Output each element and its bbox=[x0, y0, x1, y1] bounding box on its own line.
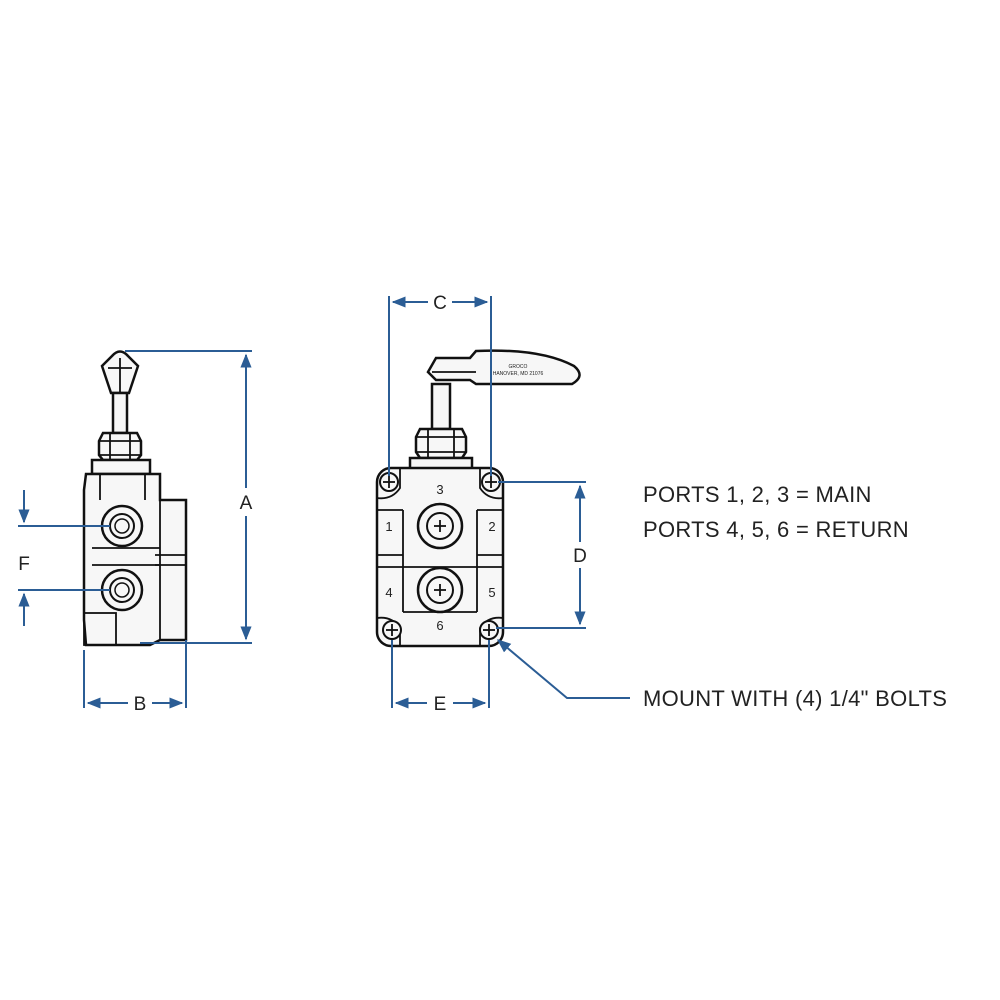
bolt-bottom-right bbox=[479, 620, 499, 640]
port-label-4: 4 bbox=[385, 585, 392, 600]
port-label-5: 5 bbox=[488, 585, 495, 600]
side-knob bbox=[100, 350, 140, 395]
bolt-bottom-left bbox=[382, 620, 402, 640]
front-stem bbox=[430, 382, 452, 431]
dimension-d-label: D bbox=[573, 546, 587, 567]
dimension-d: D bbox=[496, 481, 587, 629]
dimension-b-label: B bbox=[134, 694, 147, 715]
dimension-b: B bbox=[83, 640, 187, 715]
front-port-main bbox=[416, 502, 464, 550]
dimension-c-label: C bbox=[433, 293, 447, 314]
side-hex-nut bbox=[97, 431, 143, 462]
port-label-2: 2 bbox=[488, 519, 495, 534]
side-bonnet bbox=[90, 458, 152, 476]
front-port-return bbox=[416, 566, 464, 614]
dimension-c: C bbox=[388, 293, 492, 476]
mount-leader bbox=[496, 639, 630, 699]
note-main-ports: PORTS 1, 2, 3 = MAIN bbox=[643, 482, 872, 507]
front-view: GROCO HANOVER, MD 21076 bbox=[375, 349, 581, 648]
front-handle: GROCO HANOVER, MD 21076 bbox=[426, 349, 581, 386]
dimension-a-label: A bbox=[240, 493, 253, 514]
dimension-e: E bbox=[391, 640, 490, 715]
dimension-e-label: E bbox=[434, 694, 447, 715]
port-label-6: 6 bbox=[436, 618, 443, 633]
front-hex-nut bbox=[414, 427, 468, 460]
port-label-3: 3 bbox=[436, 482, 443, 497]
side-stem bbox=[111, 391, 129, 435]
note-mount: MOUNT WITH (4) 1/4" BOLTS bbox=[643, 686, 947, 711]
handle-brand: GROCO bbox=[509, 364, 528, 370]
front-body bbox=[375, 466, 505, 648]
handle-address: HANOVER, MD 21076 bbox=[493, 371, 544, 377]
dimension-f: F bbox=[18, 490, 110, 626]
side-view bbox=[82, 350, 188, 647]
port-label-1: 1 bbox=[385, 519, 392, 534]
note-return-ports: PORTS 4, 5, 6 = RETURN bbox=[643, 517, 909, 542]
dimension-f-label: F bbox=[18, 554, 30, 575]
dimension-a: A bbox=[125, 350, 253, 644]
